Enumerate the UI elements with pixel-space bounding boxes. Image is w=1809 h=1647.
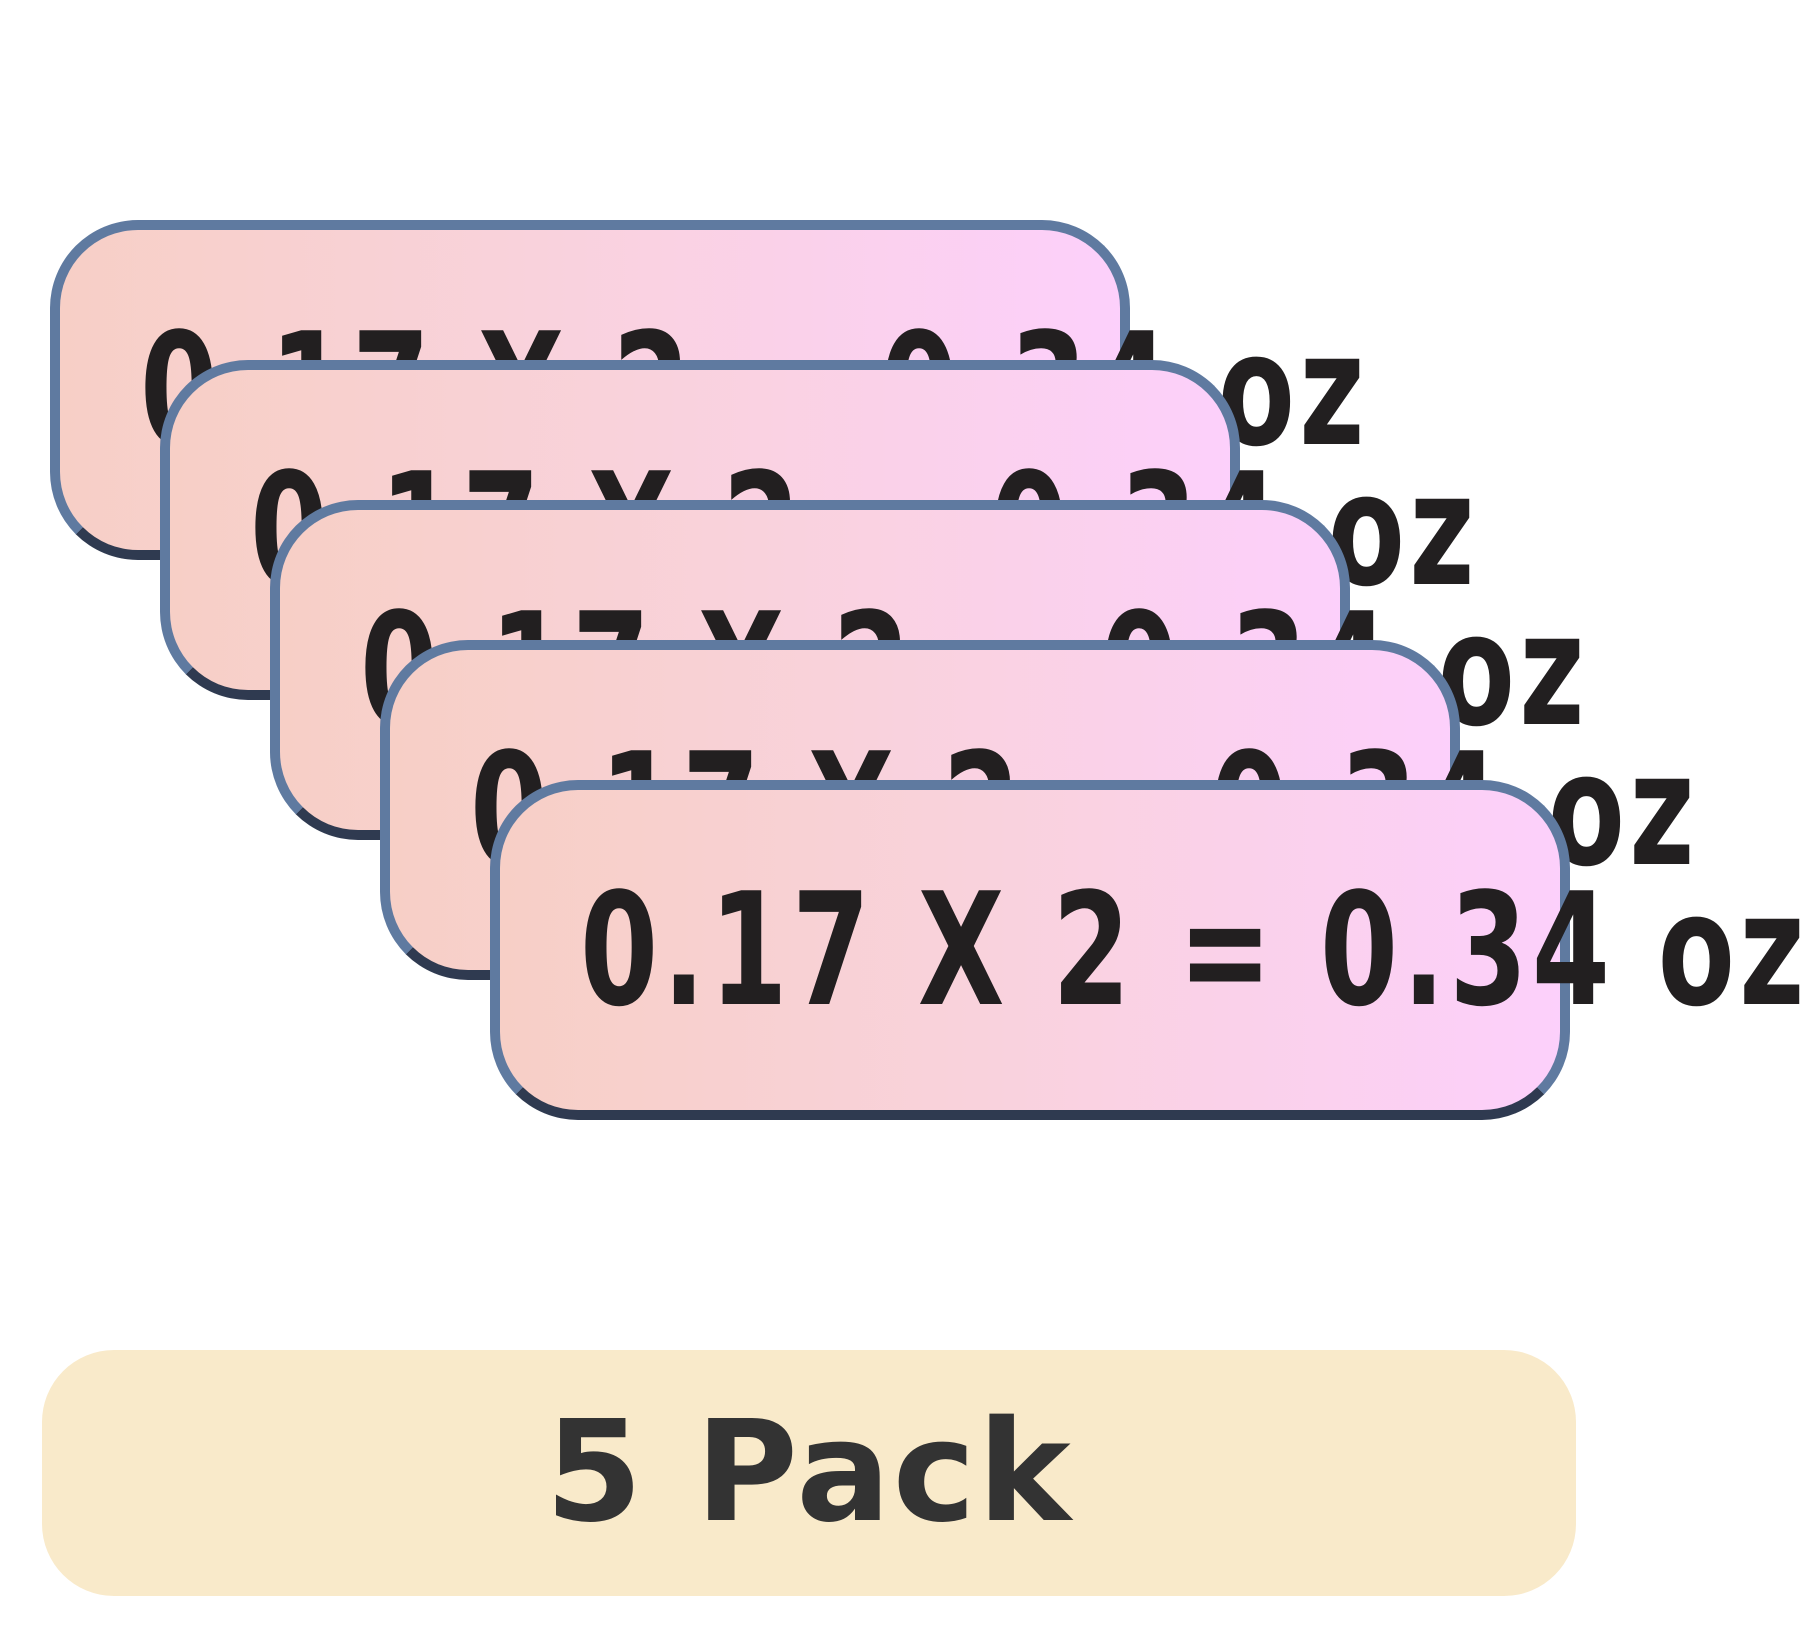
- quantity-formula-text: 0.17 X 2 = 0.34 oz: [580, 859, 1809, 1041]
- product-label-card-front: 0.17 X 2 = 0.34 oz: [490, 780, 1805, 1120]
- pack-count-badge: 5 Pack: [42, 1350, 1576, 1596]
- label-stack: 0.17 X 2 = 0.34 oz 0.17 X 2 = 0.34 oz 0.…: [50, 220, 1805, 1120]
- pack-count-text: 5 Pack: [545, 1391, 1073, 1554]
